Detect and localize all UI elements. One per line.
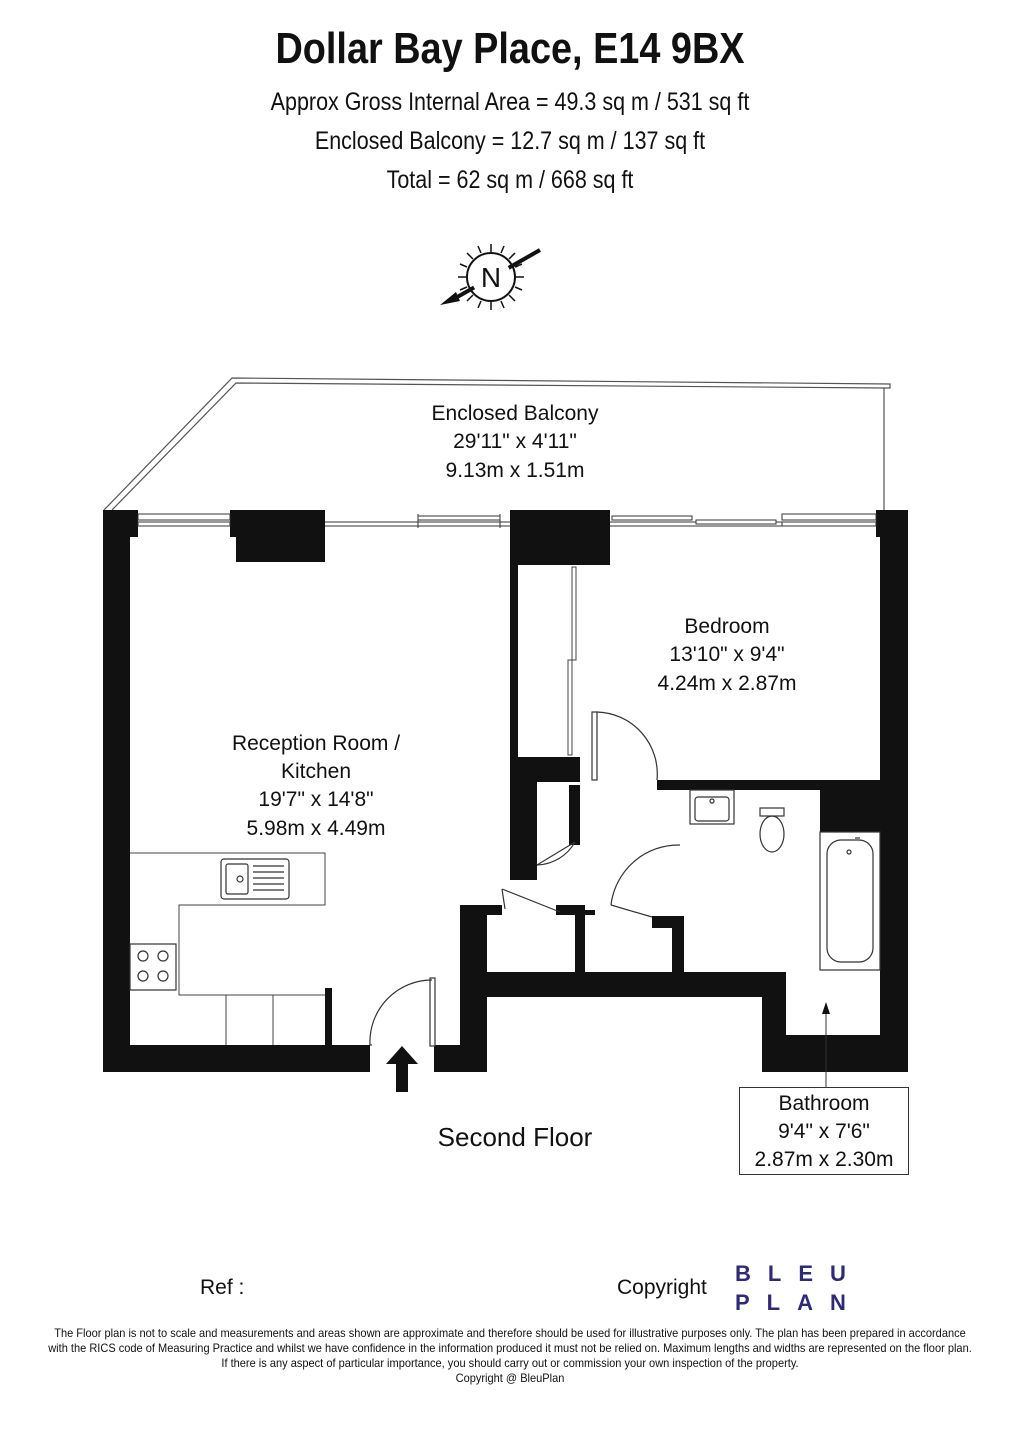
copyright-label: Copyright [617,1276,707,1299]
bathroom-imperial: 9'4" x 7'6" [778,1120,870,1143]
bathroom-metric: 2.87m x 2.30m [754,1148,894,1171]
reception-imperial: 19'7" x 14'8" [258,788,373,811]
kitchen-sink-icon [220,858,290,900]
logo-line2: PLAN [735,1290,863,1315]
balcony-metric: 9.13m x 1.51m [446,459,585,482]
toilet-icon [759,807,785,853]
doors [369,711,681,1047]
logo-line1: BLEU [735,1261,863,1286]
disclaimer-line: with the RICS code of Measuring Practice… [48,1341,972,1355]
reception-name-line1: Reception Room / [232,732,400,755]
bathroom-pointer-icon [822,1002,830,1087]
disclaimer: The Floor plan is not to scale and measu… [0,1326,1020,1386]
bathtub-icon [819,831,881,971]
gross-area-text: Approx Gross Internal Area = 49.3 sq m /… [270,88,750,116]
disclaimer-line: The Floor plan is not to scale and measu… [54,1326,966,1340]
windows [137,513,877,528]
exterior-walls [103,510,908,1072]
bathroom-name: Bathroom [778,1092,870,1115]
interior-walls [325,510,882,1048]
reception-name-line2: Kitchen [281,760,351,783]
total-area-text: Total = 62 sq m / 668 sq ft [386,166,634,194]
ref-label: Ref : [200,1276,245,1299]
bedroom-metric: 4.24m x 2.87m [658,672,797,695]
balcony-outline [103,377,891,511]
plan-title: Dollar Bay Place, E14 9BX [275,24,745,73]
balcony-name: Enclosed Balcony [432,402,599,425]
bleuplan-logo: BLEU PLAN [735,1259,863,1317]
hob-icon [129,943,177,991]
balcony-imperial: 29'11" x 4'11" [453,430,577,453]
kitchen-counter [130,852,326,1045]
floor-label: Second Floor [437,1122,593,1152]
balcony-area-text: Enclosed Balcony = 12.7 sq m / 137 sq ft [314,127,706,155]
wardrobe [567,566,577,756]
bedroom-name: Bedroom [684,615,769,638]
bedroom-imperial: 13'10" x 9'4" [669,643,784,666]
disclaimer-line: If there is any aspect of particular imp… [221,1356,799,1370]
basin-icon [689,789,735,825]
reception-metric: 5.98m x 4.49m [247,817,386,840]
compass-north-label: N [481,262,501,293]
disclaimer-line: Copyright @ BleuPlan [455,1371,565,1385]
bathroom-label-box: Bathroom 9'4" x 7'6" 2.87m x 2.30m [739,1087,909,1175]
entrance-arrow-icon [386,1046,418,1092]
north-compass-icon [440,244,541,310]
